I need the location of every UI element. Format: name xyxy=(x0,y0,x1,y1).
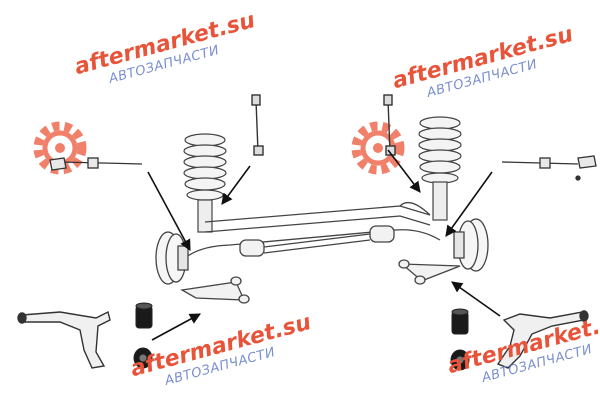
lower-arm-assembly-right xyxy=(398,259,461,285)
control-arm-left xyxy=(17,310,111,369)
arrow-arm-left xyxy=(151,313,201,341)
brake-disc-left xyxy=(155,231,189,285)
steering-rack xyxy=(184,225,441,259)
stabilizer-link-left xyxy=(251,94,264,156)
bushing-right-bottom xyxy=(450,349,470,371)
arrow-tie-rod-right xyxy=(445,171,493,237)
arrow-tie-rod-left xyxy=(147,171,191,251)
arrow-arm-right xyxy=(451,281,501,317)
tie-rod-right xyxy=(501,155,597,181)
bushing-right-top xyxy=(451,308,469,335)
control-arm-right xyxy=(496,310,589,369)
coil-spring-left xyxy=(183,133,227,233)
coil-spring-right xyxy=(418,116,462,221)
bushing-left-top xyxy=(135,302,153,329)
tie-rod-left xyxy=(49,157,143,171)
stabilizer-link-right xyxy=(383,94,396,156)
pointer-arrows xyxy=(147,149,501,341)
bushing-left-bottom xyxy=(133,347,153,369)
subframe xyxy=(204,201,431,233)
arrow-link-left xyxy=(221,165,251,205)
lower-arm-assembly-left xyxy=(180,276,250,304)
brake-disc-right xyxy=(453,218,489,272)
arrow-link-right xyxy=(387,149,421,193)
